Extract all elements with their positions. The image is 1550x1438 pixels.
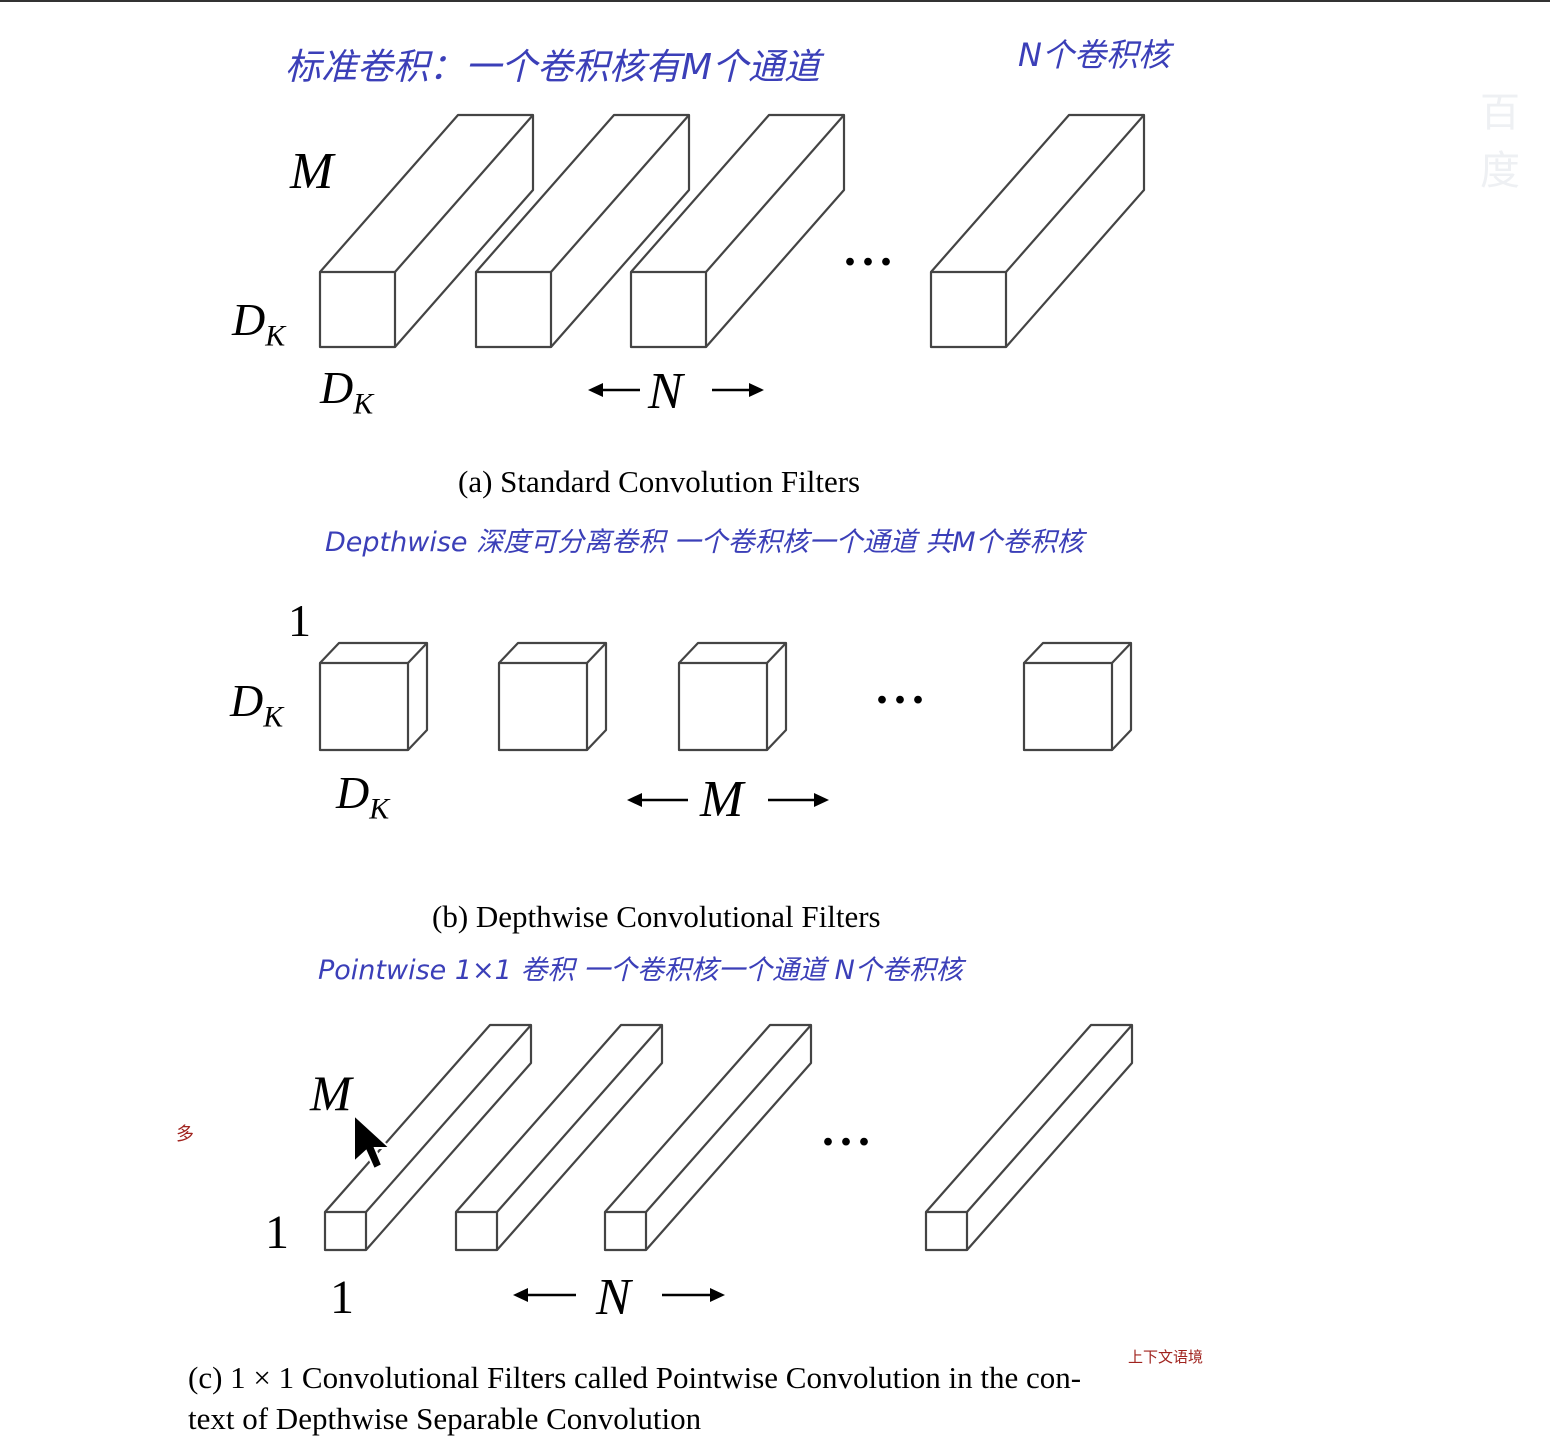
- filter-cube-b4: [1022, 641, 1133, 752]
- caption-c-line2: text of Depthwise Separable Convolution: [188, 1401, 702, 1436]
- filter-rod-c1: [323, 1023, 533, 1252]
- arrow-right-a: [712, 383, 764, 397]
- label-a-width-sub: K: [353, 387, 374, 421]
- filter-rod-c4: [924, 1023, 1134, 1252]
- label-a-count: N: [648, 363, 683, 420]
- label-b-width-base: D: [336, 767, 370, 818]
- filter-prism-a4: [929, 113, 1146, 349]
- label-c-depth: M: [310, 1065, 352, 1121]
- filter-rod-c2: [454, 1023, 664, 1252]
- annotation-standard-n: N个卷积核: [1018, 36, 1170, 74]
- label-b-height-sub: K: [263, 700, 284, 734]
- label-a-height-sub: K: [265, 319, 286, 353]
- caption-c-line1: (c) 1 × 1 Convolutional Filters called P…: [188, 1360, 1082, 1395]
- label-c-width: 1: [330, 1271, 354, 1324]
- annotation-depthwise: Depthwise 深度可分离卷积 一个卷积核一个通道 共M个卷积核: [325, 527, 1084, 558]
- label-a-height-base: D: [232, 294, 266, 345]
- label-b-depth: 1: [288, 595, 311, 646]
- label-b-count: M: [700, 771, 744, 828]
- filter-cube-b3: [677, 641, 788, 752]
- annotation-context: 上下文语境: [1128, 1348, 1204, 1366]
- filter-prism-a3: [629, 113, 846, 349]
- caption-b: (b) Depthwise Convolutional Filters: [432, 899, 881, 934]
- mouse-cursor-icon: [353, 1112, 393, 1171]
- filter-prism-a1: [318, 113, 535, 349]
- label-b-width: DK: [336, 766, 389, 826]
- annotation-pointwise: Pointwise 1×1 卷积 一个卷积核一个通道 N个卷积核: [318, 955, 963, 986]
- label-a-height: DK: [232, 293, 285, 353]
- filter-prism-a2: [474, 113, 691, 349]
- label-b-height: DK: [230, 674, 283, 734]
- label-b-height-base: D: [230, 675, 264, 726]
- label-c-height: 1: [265, 1206, 289, 1259]
- filter-rod-c3: [603, 1023, 813, 1252]
- red-annotation-mark: 多: [176, 1124, 194, 1145]
- ellipsis-b: ...: [876, 661, 930, 714]
- annotation-standard: 标准卷积：一个卷积核有M个通道: [285, 47, 821, 88]
- arrow-left-b: [627, 793, 688, 807]
- filter-cube-b2: [497, 641, 608, 752]
- arrow-left-a: [588, 383, 640, 397]
- top-border: [0, 0, 1550, 2]
- label-a-width-base: D: [320, 362, 354, 413]
- label-a-width: DK: [320, 361, 373, 421]
- label-b-width-sub: K: [369, 792, 390, 826]
- label-c-count: N: [596, 1269, 631, 1326]
- watermark-logo: 百度: [1480, 90, 1520, 194]
- caption-a: (a) Standard Convolution Filters: [458, 464, 861, 499]
- label-a-depth: M: [290, 143, 334, 200]
- ellipsis-a: ...: [844, 223, 898, 276]
- arrow-left-c: [513, 1288, 576, 1302]
- arrow-right-b: [768, 793, 829, 807]
- arrow-right-c: [662, 1288, 725, 1302]
- ellipsis-c: ...: [822, 1103, 876, 1156]
- filter-cube-b1: [318, 641, 429, 752]
